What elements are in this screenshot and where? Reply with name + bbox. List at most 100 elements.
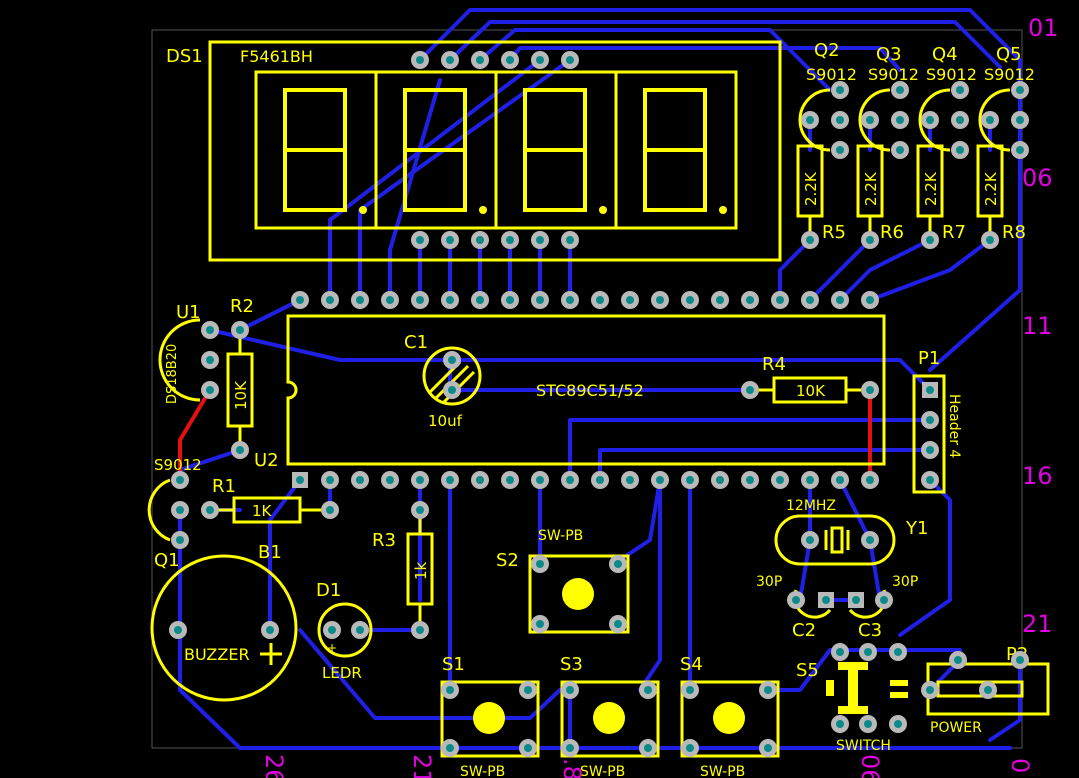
pad-hole	[326, 476, 334, 484]
coord-bottom: .8	[558, 758, 586, 778]
pad-hole	[776, 476, 784, 484]
c2-value: 30P	[756, 574, 782, 590]
q3-designator: Q3	[876, 44, 902, 65]
buzzer-label: BUZZER	[184, 645, 250, 664]
p1-part: Header 4	[946, 394, 962, 458]
pad-hole	[524, 686, 532, 694]
pad-hole	[206, 506, 214, 514]
pad-hole	[626, 296, 634, 304]
digit	[523, 88, 607, 214]
pad-hole	[566, 476, 574, 484]
pad-hole	[686, 296, 694, 304]
pad-hole	[416, 626, 424, 634]
pad-hole	[326, 506, 334, 514]
pad-hole	[328, 626, 336, 634]
pad-hole	[176, 506, 184, 514]
r7-value: 2.2K	[922, 171, 940, 206]
q1-designator: Q1	[154, 550, 180, 571]
pad-hole	[746, 386, 754, 394]
pad-hole	[566, 56, 574, 64]
r6-designator: R6	[880, 222, 904, 243]
s2-designator: S2	[496, 550, 519, 571]
pad-hole	[566, 686, 574, 694]
pad-hole	[206, 356, 214, 364]
coord-bottom: 0	[1006, 758, 1034, 773]
pad-hole	[686, 686, 694, 694]
pad-hole	[536, 620, 544, 628]
switch-s3[interactable]	[560, 680, 660, 758]
pad-hole	[1016, 146, 1024, 154]
pad-hole	[236, 446, 244, 454]
pad-hole	[206, 386, 214, 394]
pad-hole	[296, 296, 304, 304]
r5-designator: R5	[822, 222, 846, 243]
c3-value: 30P	[892, 574, 918, 590]
pad-hole	[566, 296, 574, 304]
pad-hole	[716, 296, 724, 304]
pad-hole	[836, 296, 844, 304]
r8-designator: R8	[1002, 222, 1026, 243]
pad-hole	[614, 560, 622, 568]
led-d1	[317, 602, 373, 658]
pad-hole	[596, 476, 604, 484]
pad-hole	[852, 596, 860, 604]
pad-hole	[926, 416, 934, 424]
q2-part: S9012	[806, 65, 857, 84]
c1-designator: C1	[404, 332, 428, 353]
pad-hole	[926, 446, 934, 454]
pad-hole	[644, 744, 652, 752]
pad-hole	[386, 476, 394, 484]
pad-hole	[236, 326, 244, 334]
pad-hole	[866, 296, 874, 304]
r3-value: 1k	[412, 561, 430, 580]
r4-value: 10K	[796, 382, 826, 400]
switch-s4[interactable]	[680, 680, 780, 758]
ds1-part-number: F5461BH	[240, 47, 313, 66]
pad-hole	[1016, 86, 1024, 94]
pad-hole	[866, 236, 874, 244]
pad-hole	[506, 296, 514, 304]
coord-right: 21	[1022, 610, 1053, 638]
s2-part: SW-PB	[538, 528, 583, 544]
pad-hole	[686, 476, 694, 484]
pad-hole	[926, 686, 934, 694]
pad-hole	[836, 86, 844, 94]
pad-hole	[986, 236, 994, 244]
y1-designator: Y1	[905, 518, 928, 539]
switch-s2[interactable]	[528, 554, 630, 634]
coord-bottom: 26	[260, 754, 288, 778]
pad-hole	[716, 476, 724, 484]
pad-hole	[746, 296, 754, 304]
mcu-u2	[286, 314, 886, 466]
pad-hole	[806, 296, 814, 304]
pad-hole	[746, 476, 754, 484]
switch-s5[interactable]	[826, 662, 908, 714]
pad-hole	[416, 56, 424, 64]
pad-hole	[506, 476, 514, 484]
pad-hole	[266, 626, 274, 634]
pad-hole	[416, 296, 424, 304]
pad-hole	[536, 476, 544, 484]
pad-hole	[476, 296, 484, 304]
pad-hole	[896, 86, 904, 94]
u1-part: DS18B20	[165, 344, 180, 404]
pad-hole	[416, 506, 424, 514]
pad-hole	[326, 296, 334, 304]
pad-hole	[926, 386, 934, 394]
d1-designator: D1	[316, 580, 341, 601]
pad-hole	[896, 116, 904, 124]
pad-hole	[536, 236, 544, 244]
r1-designator: R1	[212, 476, 236, 497]
pad-hole	[524, 744, 532, 752]
pad-hole	[956, 86, 964, 94]
q1-part: S9012	[154, 456, 202, 474]
r3-designator: R3	[372, 530, 396, 551]
s4-part: SW-PB	[700, 764, 745, 778]
q4-designator: Q4	[932, 44, 958, 65]
pad-hole	[896, 146, 904, 154]
s1-designator: S1	[442, 654, 465, 675]
pad-hole	[356, 476, 364, 484]
switch-s1[interactable]	[440, 680, 540, 758]
pad-hole	[596, 296, 604, 304]
pad-hole	[926, 236, 934, 244]
